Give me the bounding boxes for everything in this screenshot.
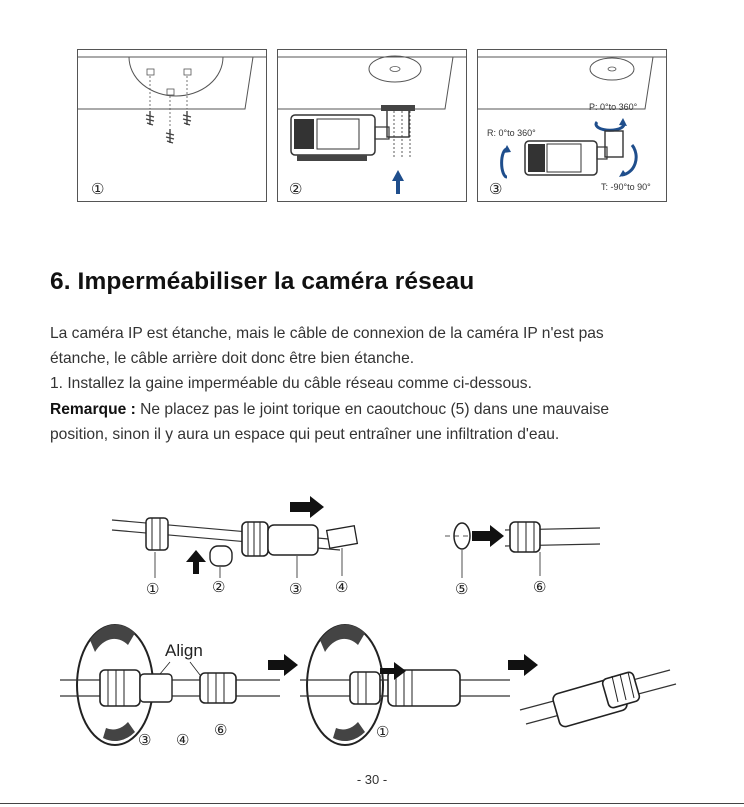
bottom-divider	[0, 803, 744, 804]
part-label-6: ⑥	[533, 579, 546, 596]
step-1-label: ①	[91, 181, 104, 198]
paragraph-line-3: 1. Installez la gaine imperméable du câb…	[50, 375, 532, 393]
figure-panel-3: P: 0°to 360° R: 0°to 360° T: -90°to 90° …	[477, 49, 667, 202]
bottom-label-3: ③	[138, 732, 151, 749]
part-label-5: ⑤	[455, 581, 468, 598]
cable-assembly-top-left: ① ② ③ ④	[111, 496, 359, 598]
align-label: Align	[165, 641, 203, 660]
tilt-label: T: -90°to 90°	[601, 182, 651, 192]
pan-label: P: 0°to 360°	[589, 102, 638, 112]
rotation-label: R: 0°to 360°	[487, 128, 536, 138]
remark-line-2: position, sinon il y aura un espace qui …	[50, 425, 560, 443]
remark-line-1: Remarque : Ne placez pas le joint toriqu…	[50, 397, 710, 422]
part-label-4: ④	[335, 579, 348, 596]
right-arrow-icon	[290, 496, 324, 518]
part-label-3: ③	[289, 581, 302, 598]
part-label-1: ①	[146, 581, 159, 598]
paragraph-line-2: étanche, le câble arrière doit donc être…	[50, 350, 415, 368]
page-number: - 30 -	[356, 772, 388, 787]
remark-text-1: Ne placez pas le joint torique en caoutc…	[135, 400, 610, 418]
up-arrow-icon	[392, 170, 404, 194]
part-label-2: ②	[212, 579, 225, 596]
cable-assembly-bottom-middle: ①	[300, 624, 538, 746]
cable-assembly-top-right: ⑤ ⑥	[445, 521, 601, 598]
ceiling-screw-illustration: ①	[77, 49, 267, 202]
figure-panel-2: ②	[277, 49, 467, 202]
remark-label: Remarque :	[50, 400, 136, 418]
section-title: 6. Imperméabiliser la caméra réseau	[50, 268, 475, 295]
section-body: La caméra IP est étanche, mais le câble …	[50, 321, 710, 447]
camera-mount-illustration: ②	[277, 49, 467, 202]
bottom-label-4: ④	[176, 732, 189, 749]
waterproof-cable-diagram: ① ② ③ ④ ⑤ ⑥ Align	[60, 496, 677, 749]
cable-assembly-bottom-right	[519, 669, 677, 728]
step-3-label: ③	[489, 181, 502, 198]
figure-panel-1: ①	[77, 49, 267, 202]
camera-adjust-illustration: P: 0°to 360° R: 0°to 360° T: -90°to 90° …	[477, 49, 667, 202]
cable-assembly-bottom-left: Align ③ ④ ⑥	[60, 624, 298, 749]
paragraph-line-1: La caméra IP est étanche, mais le câble …	[50, 325, 604, 342]
bottom-label-6: ⑥	[214, 722, 227, 739]
bottom-label-1: ①	[376, 724, 389, 741]
step-2-label: ②	[289, 181, 302, 198]
